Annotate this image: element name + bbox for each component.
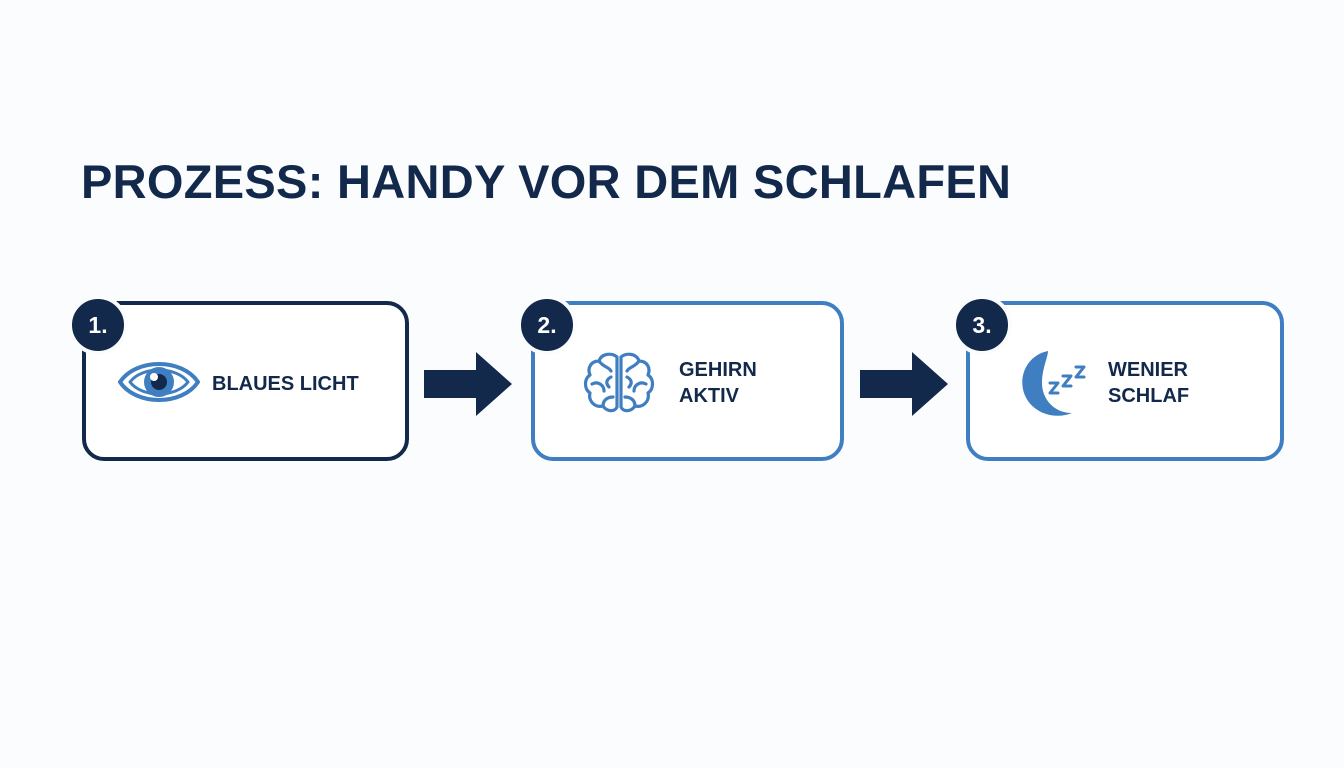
page-title: PROZESS: HANDY VOR DEM SCHLAFEN xyxy=(81,155,1012,208)
step-label: GEHIRN AKTIV xyxy=(679,359,757,407)
moon-zzz-icon xyxy=(1022,351,1086,416)
step-number-badge: 2. xyxy=(517,295,577,355)
brain-icon xyxy=(583,352,655,413)
step-label: WENIER SCHLAF xyxy=(1108,359,1190,407)
eye-icon xyxy=(118,362,200,402)
step-number-badge: 1. xyxy=(68,295,128,355)
arrow-right-icon xyxy=(424,352,512,416)
step-gehirn-aktiv: 2. GEHIRN AKTIV xyxy=(517,295,844,461)
step-number-badge: 3. xyxy=(952,295,1012,355)
step-label: BLAUES LICHT xyxy=(212,373,359,395)
step-wenier-schlaf: 3. WENIER SCHLAF xyxy=(952,295,1284,461)
step-blaues-licht: 1. BLAUES LICHT xyxy=(68,295,409,461)
arrow-right-icon xyxy=(860,352,948,416)
